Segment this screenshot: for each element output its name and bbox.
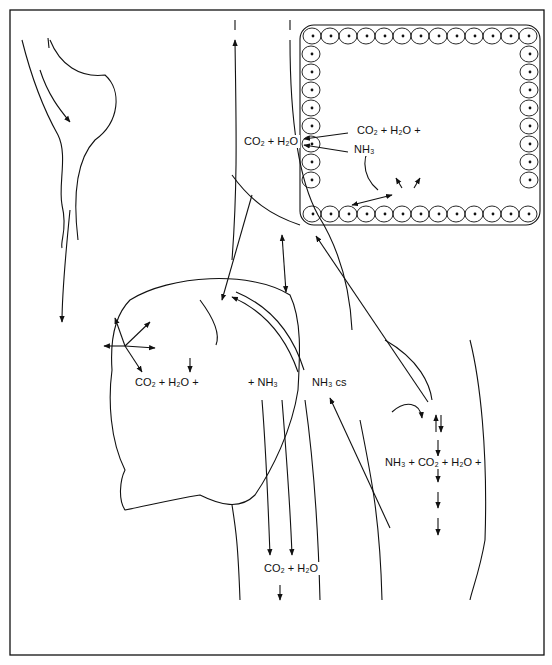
flow-arrow [435, 415, 436, 432]
frame [10, 10, 544, 655]
flow-arrow [40, 70, 70, 122]
muscle-cell [357, 28, 375, 44]
flow-arrow [104, 345, 125, 346]
flow-arrow [62, 210, 70, 322]
tick [48, 38, 49, 48]
flow-arrow [437, 440, 438, 456]
flow-arrow [437, 518, 438, 535]
flow-arrow [330, 398, 390, 528]
flow-arrow [125, 322, 150, 346]
flow-arrow [352, 195, 392, 205]
muscle-cell [302, 154, 320, 170]
flow-arrow [437, 492, 438, 508]
formula-label: CO₂ + H₂O + [355, 124, 423, 137]
muscle-cell [303, 28, 321, 44]
muscle-tissue [300, 25, 540, 225]
muscle-cell [501, 206, 519, 222]
vessel [232, 175, 300, 225]
flow-arrow [282, 235, 286, 292]
muscle-cell [303, 206, 321, 222]
muscle-cell [321, 28, 339, 44]
muscle-cell [465, 28, 483, 44]
stomach-wall [22, 40, 64, 248]
muscle-cell [302, 46, 320, 62]
formula-label: NH₃ [352, 143, 376, 156]
flow-arrow [125, 346, 155, 348]
muscle-cell [375, 206, 393, 222]
muscle-cell [447, 206, 465, 222]
flow-arrow [262, 400, 270, 555]
intestine [470, 340, 486, 600]
flow-arrow [396, 178, 402, 188]
muscle-cell [465, 206, 483, 222]
muscle-cell [302, 64, 320, 80]
muscle-cell [302, 136, 320, 152]
muscle-cell [520, 100, 538, 116]
muscle-cell [520, 118, 538, 134]
muscle-cell [302, 118, 320, 134]
vessel [232, 505, 240, 600]
flow-arrow [189, 358, 190, 372]
vessel [232, 40, 236, 260]
muscle-cell [483, 206, 501, 222]
muscle-cell [520, 172, 538, 188]
muscle-cell [393, 206, 411, 222]
muscle-cell [447, 28, 465, 44]
flow-arrow [279, 585, 280, 600]
flow-arrow [115, 318, 125, 346]
muscle-cell [520, 136, 538, 152]
vessel [290, 40, 352, 330]
formula-label: CO₂ + H₂O [262, 562, 320, 575]
muscle-cell [339, 206, 357, 222]
muscle-cell [375, 28, 393, 44]
formula-label: NH₃ + CO₂ + H₂O + [383, 456, 483, 469]
formula-label: CO₂ + H₂O + [133, 376, 201, 389]
muscle-cell [520, 64, 538, 80]
flow-arrow [392, 404, 422, 418]
muscle-cell [339, 28, 357, 44]
intestine [360, 420, 382, 600]
flow-arrow [282, 400, 292, 555]
formula-label: NH₃ cs [310, 376, 348, 389]
muscle-cell [429, 28, 447, 44]
muscle-cell [321, 206, 339, 222]
muscle-cell [429, 206, 447, 222]
flow-arrow [414, 178, 420, 188]
muscle-cell [519, 28, 537, 44]
muscle-cell [411, 28, 429, 44]
stomach-wall [50, 40, 116, 240]
flow-arrow [125, 346, 142, 372]
muscle-cell [357, 206, 375, 222]
flow-arrow [304, 145, 348, 152]
liver [110, 279, 299, 510]
flow-arrow [222, 195, 252, 300]
muscle-cell [483, 28, 501, 44]
vessel-tick [235, 20, 290, 30]
muscle-cell [393, 28, 411, 44]
muscle-cell [411, 206, 429, 222]
muscle-cell [501, 28, 519, 44]
muscle-cell [520, 154, 538, 170]
formula-label: + NH₃ [246, 376, 280, 389]
muscle-cell [302, 172, 320, 188]
muscle-cell [302, 100, 320, 116]
muscle-cell [302, 82, 320, 98]
muscle-cell [520, 82, 538, 98]
liver-fold [200, 300, 217, 345]
muscle-cell [520, 46, 538, 62]
muscle-cell [519, 206, 537, 222]
formula-label: CO₂ + H₂O [242, 135, 300, 148]
flow-arrow [440, 415, 441, 432]
